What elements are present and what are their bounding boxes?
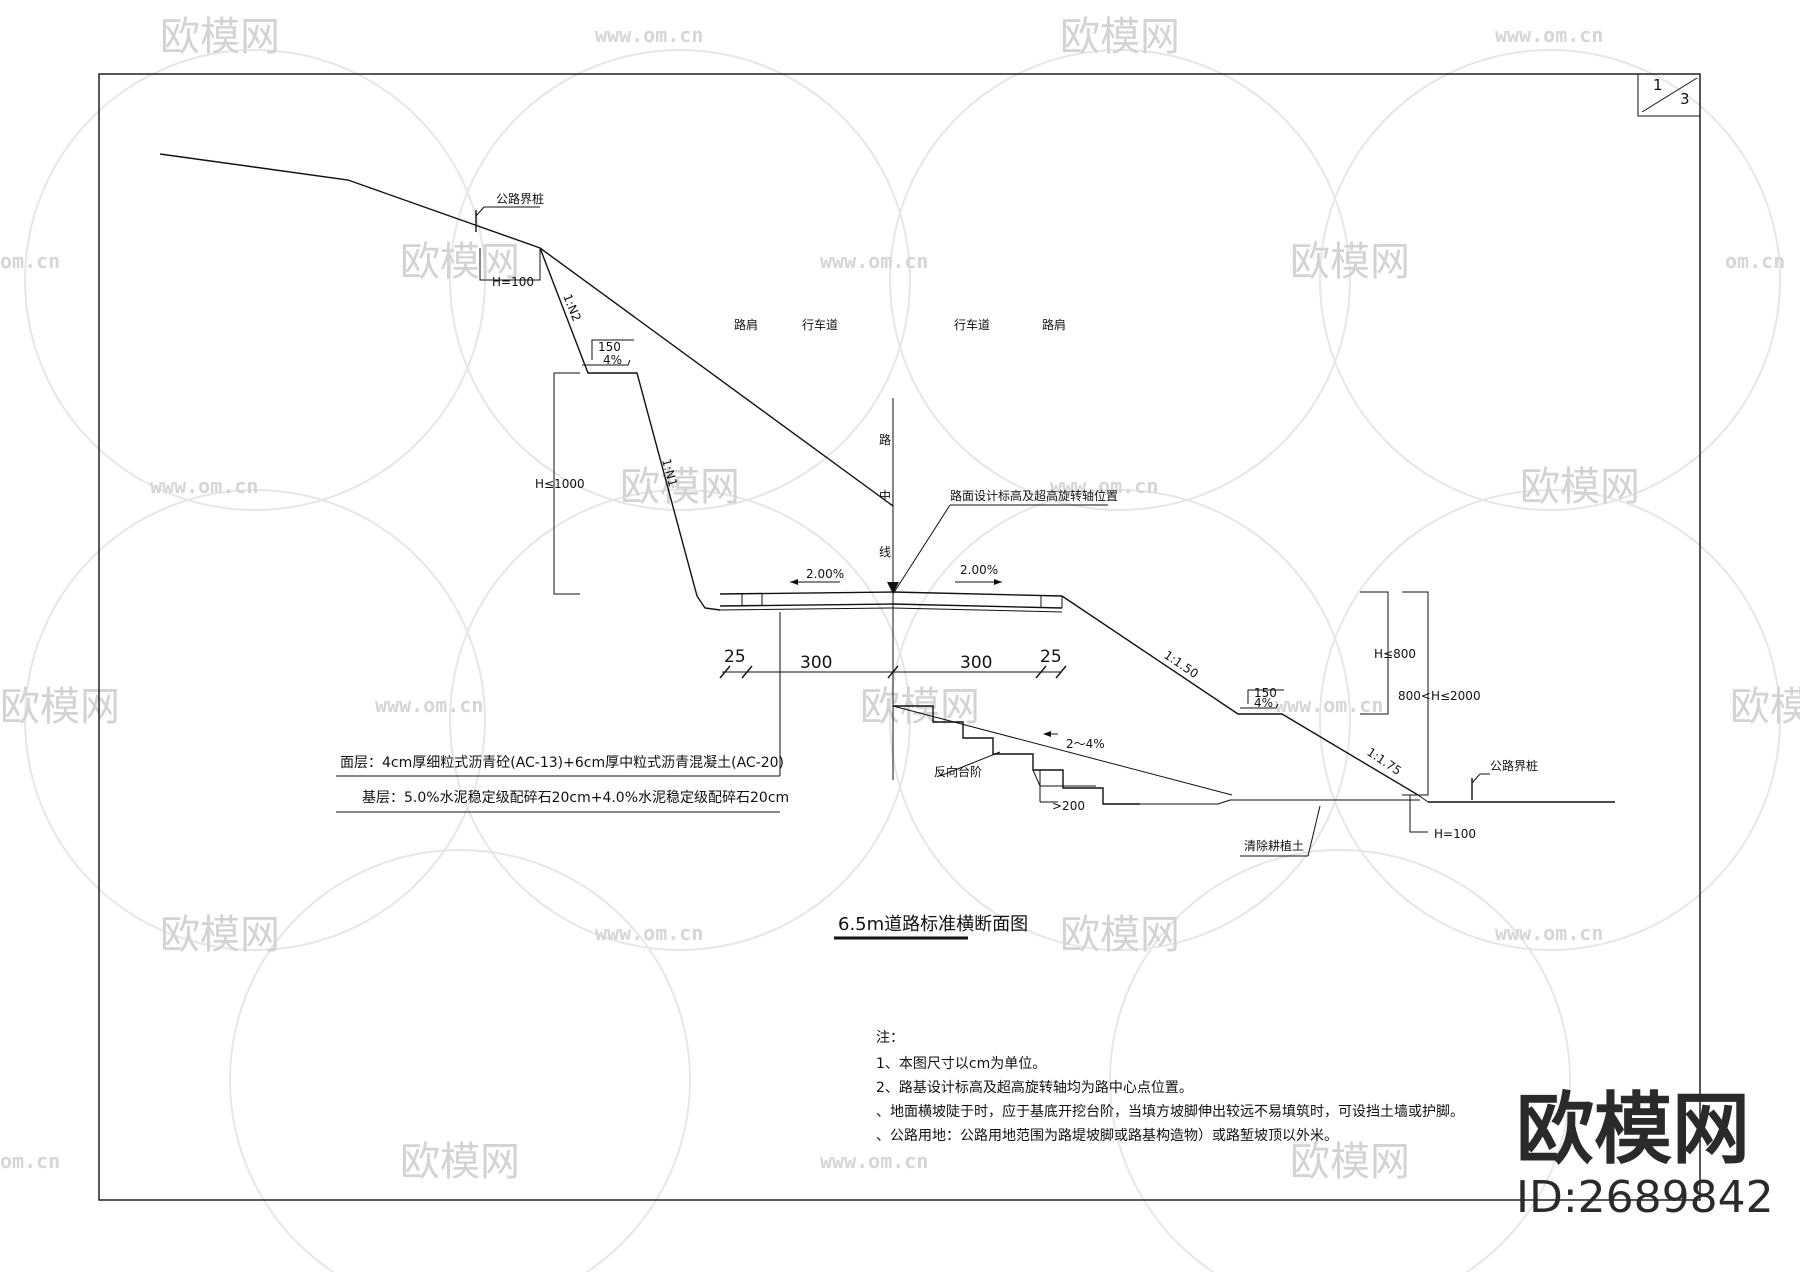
watermark-url: www.om.cn [375,693,483,717]
h100-left-label: H=100 [492,275,534,289]
layer-callout [336,612,781,813]
berm-slope-left-label: 4% [603,353,622,367]
watermark-url: www.om.cn [1495,921,1603,945]
watermark-url: www.om.cn [820,249,928,273]
watermark-brand: 欧模网 [620,464,740,510]
notes-heading: 注： [876,1030,904,1046]
watermark-url: om.cn [0,249,60,273]
note-3: 、地面横坡陡于时，应于基底开挖台阶，当填方坡脚伸出较远不易填筑时，可设挡土墙或护… [876,1103,1464,1120]
watermark-url: www.om.cn [1275,693,1383,717]
note-4: 、公路用地：公路用地范围为路堤坡脚或路基构造物）或路堑坡顶以外米。 [876,1127,1338,1144]
centerline-char-2: 中 [879,488,891,503]
watermark-brand: 欧模网 [400,239,520,285]
sheet-numerator: 1 [1653,76,1663,94]
watermark-brand: 欧模网 [1060,14,1180,60]
boundary-stake-left-label: 公路界桩 [496,191,544,206]
dimension-300-right: 300 [960,653,992,673]
boundary-stake-right-label: 公路界桩 [1490,758,1538,773]
watermark-url: om.cn [1725,249,1785,273]
watermark-brand: 欧模网 [0,684,120,730]
design-elevation-label: 路面设计标高及超高旋转轴位置 [950,488,1118,503]
lane-left-label: 行车道 [802,317,838,332]
dimension-300-left: 300 [800,653,832,673]
watermark-url: om.cn [0,1149,60,1173]
watermark-brand: 欧模网 [1060,912,1180,958]
sheet-number-box: 1 3 [1637,73,1701,117]
watermark-url: www.om.cn [595,921,703,945]
dimension-line [719,665,1067,679]
berm-width-right-label: 150 [1254,686,1277,700]
drawing-frame [98,73,1701,1201]
crossfall-right-label: 2.00% [960,563,998,577]
crossfall-left-label: 2.00% [806,567,844,581]
benching-steps [892,705,1420,857]
clear-soil-label: 清除耕植土 [1244,838,1304,853]
cut-slope [159,153,894,611]
note-2: 2、路基设计标高及超高旋转轴均为路中心点位置。 [876,1079,1193,1096]
brand-name: 欧模网 [1516,1085,1750,1175]
h-le-1000-label: H≤1000 [535,477,585,491]
watermark-url: www.om.cn [150,474,258,498]
reverse-step-label: 反向台阶 [934,764,982,779]
brand-id: ID:2689842 [1516,1172,1774,1223]
base-layer-text: 基层：5.0%水泥稳定级配碎石20cm+4.0%水泥稳定级配碎石20cm [362,789,789,806]
centerline-char-1: 路 [879,432,891,447]
watermark-brand: 欧模网 [160,14,280,60]
centerline-char-3: 线 [879,545,891,559]
watermark-brand: 欧模网 [1290,1139,1410,1185]
watermark-url: www.om.cn [1050,474,1158,498]
watermark-layer: 欧模网 www.om.cn 欧模网 www.om.cn om.cn 欧模网 ww… [0,14,1800,1272]
fill-slope-2-label: 1:1.75 [1364,745,1404,778]
watermark-brand: 欧模网 [160,912,280,958]
crossfall-arrows [790,579,1002,585]
h100-right-label: H=100 [1434,827,1476,841]
shoulder-left-label: 路肩 [734,317,758,332]
dimension-25-left: 25 [724,647,746,667]
lane-right-label: 行车道 [954,317,990,332]
step-slope-label: 2～4% [1066,737,1105,751]
fill-slope [1061,591,1615,833]
note-1: 1、本图尺寸以cm为单位。 [876,1056,1046,1072]
brand-mark: 欧模网 ID:2689842 [1516,1085,1774,1223]
watermark-brand: 欧模网 [860,684,980,730]
watermark-brand: 欧模网 [1730,684,1800,730]
dimension-25-right: 25 [1040,647,1062,667]
sheet-denominator: 3 [1680,90,1690,108]
watermark-url: www.om.cn [595,23,703,47]
drawing-title: 6.5m道路标准横断面图 [838,914,1028,935]
centerline [887,398,1108,780]
notes-block: 注： 1、本图尺寸以cm为单位。 2、路基设计标高及超高旋转轴均为路中心点位置。… [876,1030,1464,1144]
watermark-brand: 欧模网 [400,1139,520,1185]
step-width-label: >200 [1052,799,1085,813]
h-range-label: 800<H≤2000 [1398,689,1481,703]
watermark-brand: 欧模网 [1520,464,1640,510]
shoulder-right-label: 路肩 [1042,317,1066,332]
h-le-800-label: H≤800 [1374,647,1416,661]
road-surface [719,591,1063,613]
slope-n2-label: 1:N2 [560,292,584,323]
berm-slope-right-label: 4% [1254,696,1273,710]
watermark-url: www.om.cn [820,1149,928,1173]
watermark-brand: 欧模网 [1290,239,1410,285]
surface-layer-text: 面层：4cm厚细粒式沥青砼(AC-13)+6cm厚中粒式沥青混凝土(AC-20) [340,755,784,771]
berm-width-left-label: 150 [598,340,621,354]
watermark-url: www.om.cn [1495,23,1603,47]
